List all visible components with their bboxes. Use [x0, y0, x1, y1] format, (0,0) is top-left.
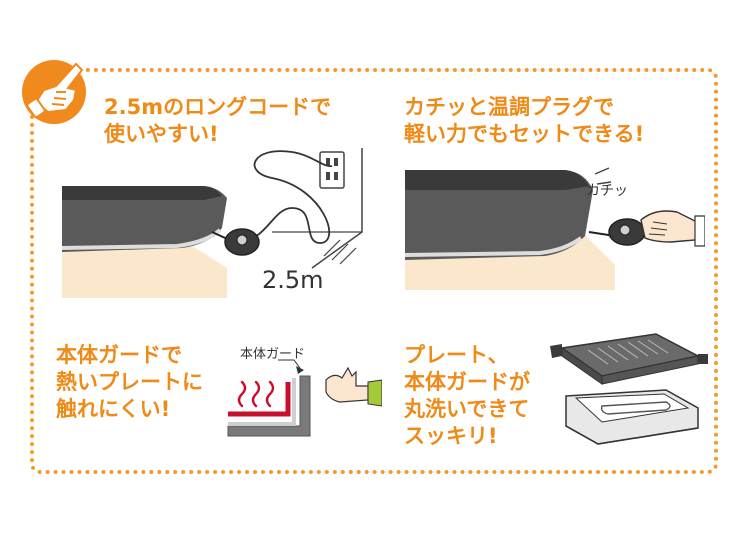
guard-caption-line1: 本体ガードで [56, 343, 182, 367]
cord-length-label: 2.5m [262, 266, 324, 294]
wash-caption-line3: 丸洗いできて [404, 397, 530, 421]
plug-caption-line1: カチッと温調プラグで [404, 95, 614, 119]
guard-diagram-label: 本体ガード [240, 347, 306, 362]
cord-caption-line1: 2.5mのロングコードで [104, 95, 332, 119]
wash-caption-line1: プレート、 [404, 343, 509, 367]
hand-icon [325, 366, 382, 407]
pointing-hand-badge-icon [22, 60, 86, 124]
wash-caption-line4: スッキリ! [404, 424, 498, 448]
wall-outlet-icon [319, 151, 345, 189]
plug-caption-line2: 軽い力でもセットできる! [404, 122, 645, 146]
body-guard-diagram [227, 359, 382, 437]
washable-parts-illustration [550, 333, 708, 445]
long-cord-illustration [62, 148, 363, 298]
heat-waves-icon [237, 380, 275, 408]
guard-caption-line2: 熱いプレートに [56, 370, 203, 394]
guard-caption-line3: 触れにくい! [56, 397, 171, 421]
click-sound-label: カチッ [586, 183, 628, 199]
temperature-plug-illustration [405, 167, 705, 290]
cord-caption-line2: 使いやすい! [104, 122, 219, 146]
wash-caption-line2: 本体ガードが [404, 370, 530, 394]
dotted-frame [30, 68, 718, 474]
